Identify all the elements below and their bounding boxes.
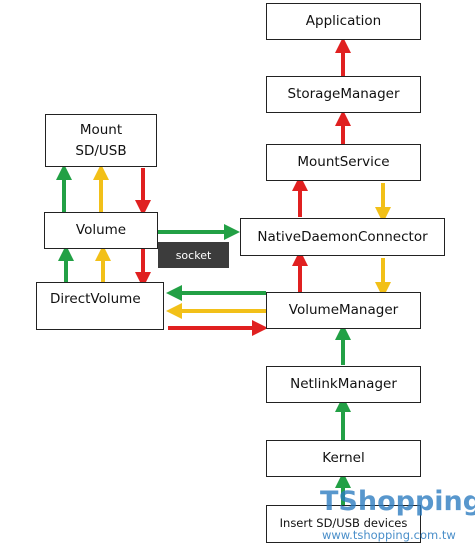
- node-direct-volume-label: DirectVolume: [50, 291, 141, 307]
- node-mount-sd-usb: Mount SD/USB: [45, 114, 157, 167]
- node-native-daemon-connector-label: NativeDaemonConnector: [257, 228, 428, 245]
- node-insert-devices-label: Insert SD/USB devices: [279, 516, 408, 531]
- node-volume-manager: VolumeManager: [266, 292, 421, 329]
- node-kernel-label: Kernel: [322, 450, 365, 467]
- node-insert-devices: Insert SD/USB devices: [266, 505, 421, 543]
- node-volume-manager-label: VolumeManager: [288, 302, 399, 319]
- node-application-label: Application: [305, 13, 382, 30]
- socket-label-box: socket: [158, 242, 229, 268]
- node-storage-manager: StorageManager: [266, 76, 421, 113]
- node-kernel: Kernel: [266, 440, 421, 477]
- node-mount-service-label: MountService: [297, 154, 390, 171]
- node-netlink-manager: NetlinkManager: [266, 366, 421, 403]
- node-volume: Volume: [44, 212, 158, 249]
- socket-label: socket: [175, 248, 212, 262]
- node-direct-volume: DirectVolume: [36, 282, 164, 330]
- node-native-daemon-connector: NativeDaemonConnector: [240, 218, 445, 256]
- watermark-url: www.tshopping.com.tw: [322, 528, 456, 542]
- node-storage-manager-label: StorageManager: [287, 86, 400, 103]
- node-application: Application: [266, 3, 421, 40]
- node-mount-service: MountService: [266, 144, 421, 181]
- watermark-logo: TShopping: [320, 486, 475, 517]
- node-mount-sd-usb-label: Mount SD/USB: [75, 122, 127, 159]
- node-netlink-manager-label: NetlinkManager: [290, 376, 397, 393]
- node-volume-label: Volume: [75, 222, 127, 239]
